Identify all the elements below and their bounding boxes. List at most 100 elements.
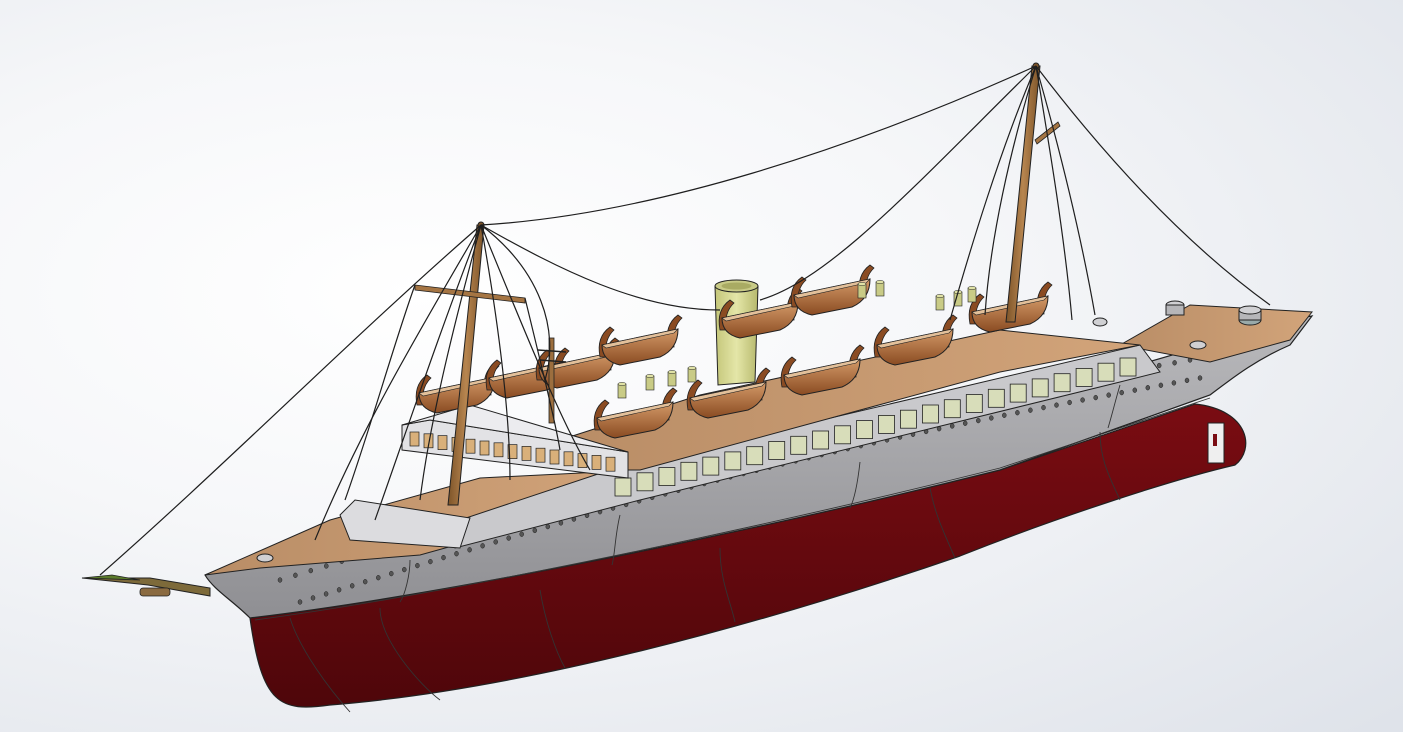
vent-stack: [935, 294, 945, 311]
porthole: [402, 566, 407, 573]
bridge-window: [479, 440, 490, 456]
porthole: [1184, 377, 1190, 384]
porthole: [962, 420, 968, 426]
porthole: [297, 599, 303, 605]
porthole: [293, 572, 298, 578]
window: [724, 451, 742, 471]
radio-mast[interactable]: [537, 337, 567, 424]
window: [856, 420, 873, 440]
window: [965, 394, 983, 413]
porthole: [480, 543, 485, 549]
deck-stacks: [617, 280, 977, 399]
porthole: [1028, 407, 1033, 413]
porthole: [467, 547, 472, 553]
vent-stack: [875, 280, 885, 297]
vent-stack: [617, 382, 627, 399]
rigging: [99, 65, 1271, 576]
porthole: [1067, 399, 1072, 406]
lifeboat[interactable]: [598, 314, 683, 366]
vent-stack: [667, 370, 677, 387]
porthole: [519, 531, 524, 537]
porthole: [1041, 404, 1046, 411]
vent-stack: [967, 286, 977, 303]
porthole: [532, 527, 538, 534]
window: [987, 388, 1005, 408]
porthole: [1093, 394, 1098, 401]
window: [658, 467, 676, 487]
bridge-window: [493, 442, 504, 458]
window: [878, 414, 895, 434]
porthole: [1197, 375, 1203, 381]
lifeboat[interactable]: [593, 387, 678, 439]
porthole: [415, 562, 420, 569]
porthole: [323, 591, 329, 597]
window: [1031, 378, 1049, 398]
porthole: [454, 551, 459, 557]
porthole: [389, 570, 394, 577]
bridge-window: [507, 444, 518, 459]
bridge-window: [605, 456, 616, 472]
window: [834, 425, 851, 445]
window: [1075, 367, 1093, 387]
porthole: [949, 423, 955, 429]
porthole: [493, 539, 498, 545]
porthole: [1172, 360, 1177, 366]
bridge-house[interactable]: [401, 404, 629, 479]
porthole: [506, 535, 511, 541]
vent-stack: [857, 282, 867, 299]
porthole: [1119, 389, 1124, 396]
porthole: [1002, 412, 1007, 418]
bowsprit[interactable]: [81, 574, 211, 597]
porthole: [1156, 362, 1162, 369]
window: [746, 446, 764, 466]
lifeboat[interactable]: [780, 344, 865, 396]
porthole: [1158, 382, 1164, 388]
porthole: [362, 579, 368, 585]
aft-deck[interactable]: [1118, 304, 1313, 363]
porthole: [1171, 380, 1177, 386]
aft-mast[interactable]: [1005, 62, 1061, 323]
bridge-window: [521, 446, 532, 461]
vent-stack: [645, 374, 655, 391]
porthole: [545, 523, 551, 530]
porthole: [428, 558, 433, 565]
porthole: [349, 583, 355, 589]
lifeboats[interactable]: [415, 264, 1053, 439]
porthole: [1106, 392, 1111, 398]
window: [1097, 362, 1115, 382]
porthole: [308, 567, 314, 574]
hull-seams: [254, 384, 1211, 713]
window: [636, 472, 654, 492]
window: [702, 456, 720, 476]
bridge-window: [409, 431, 420, 447]
porthole: [989, 415, 994, 421]
bridge-window: [563, 451, 574, 467]
porthole: [310, 595, 316, 601]
superstructure-windows: [614, 357, 1137, 497]
bridge-window: [549, 449, 560, 465]
window: [1119, 357, 1137, 377]
window: [1053, 373, 1071, 393]
lifeboat[interactable]: [873, 314, 958, 366]
window: [768, 441, 786, 460]
porthole: [976, 417, 981, 424]
window: [922, 404, 939, 424]
lifeboat[interactable]: [686, 367, 771, 419]
deck-vents[interactable]: [256, 300, 1262, 563]
porthole: [277, 577, 283, 583]
bridge-window: [591, 455, 602, 470]
porthole: [1015, 410, 1020, 416]
window: [790, 435, 808, 455]
forward-housing[interactable]: [339, 499, 471, 549]
rudder[interactable]: [1207, 422, 1225, 464]
bridge-window: [577, 453, 588, 468]
porthole: [1080, 397, 1085, 403]
bridge-window: [437, 435, 448, 450]
window: [812, 430, 829, 450]
bridge-window: [465, 438, 476, 454]
porthole: [324, 563, 329, 569]
window: [1009, 383, 1027, 403]
porthole: [1132, 387, 1138, 393]
